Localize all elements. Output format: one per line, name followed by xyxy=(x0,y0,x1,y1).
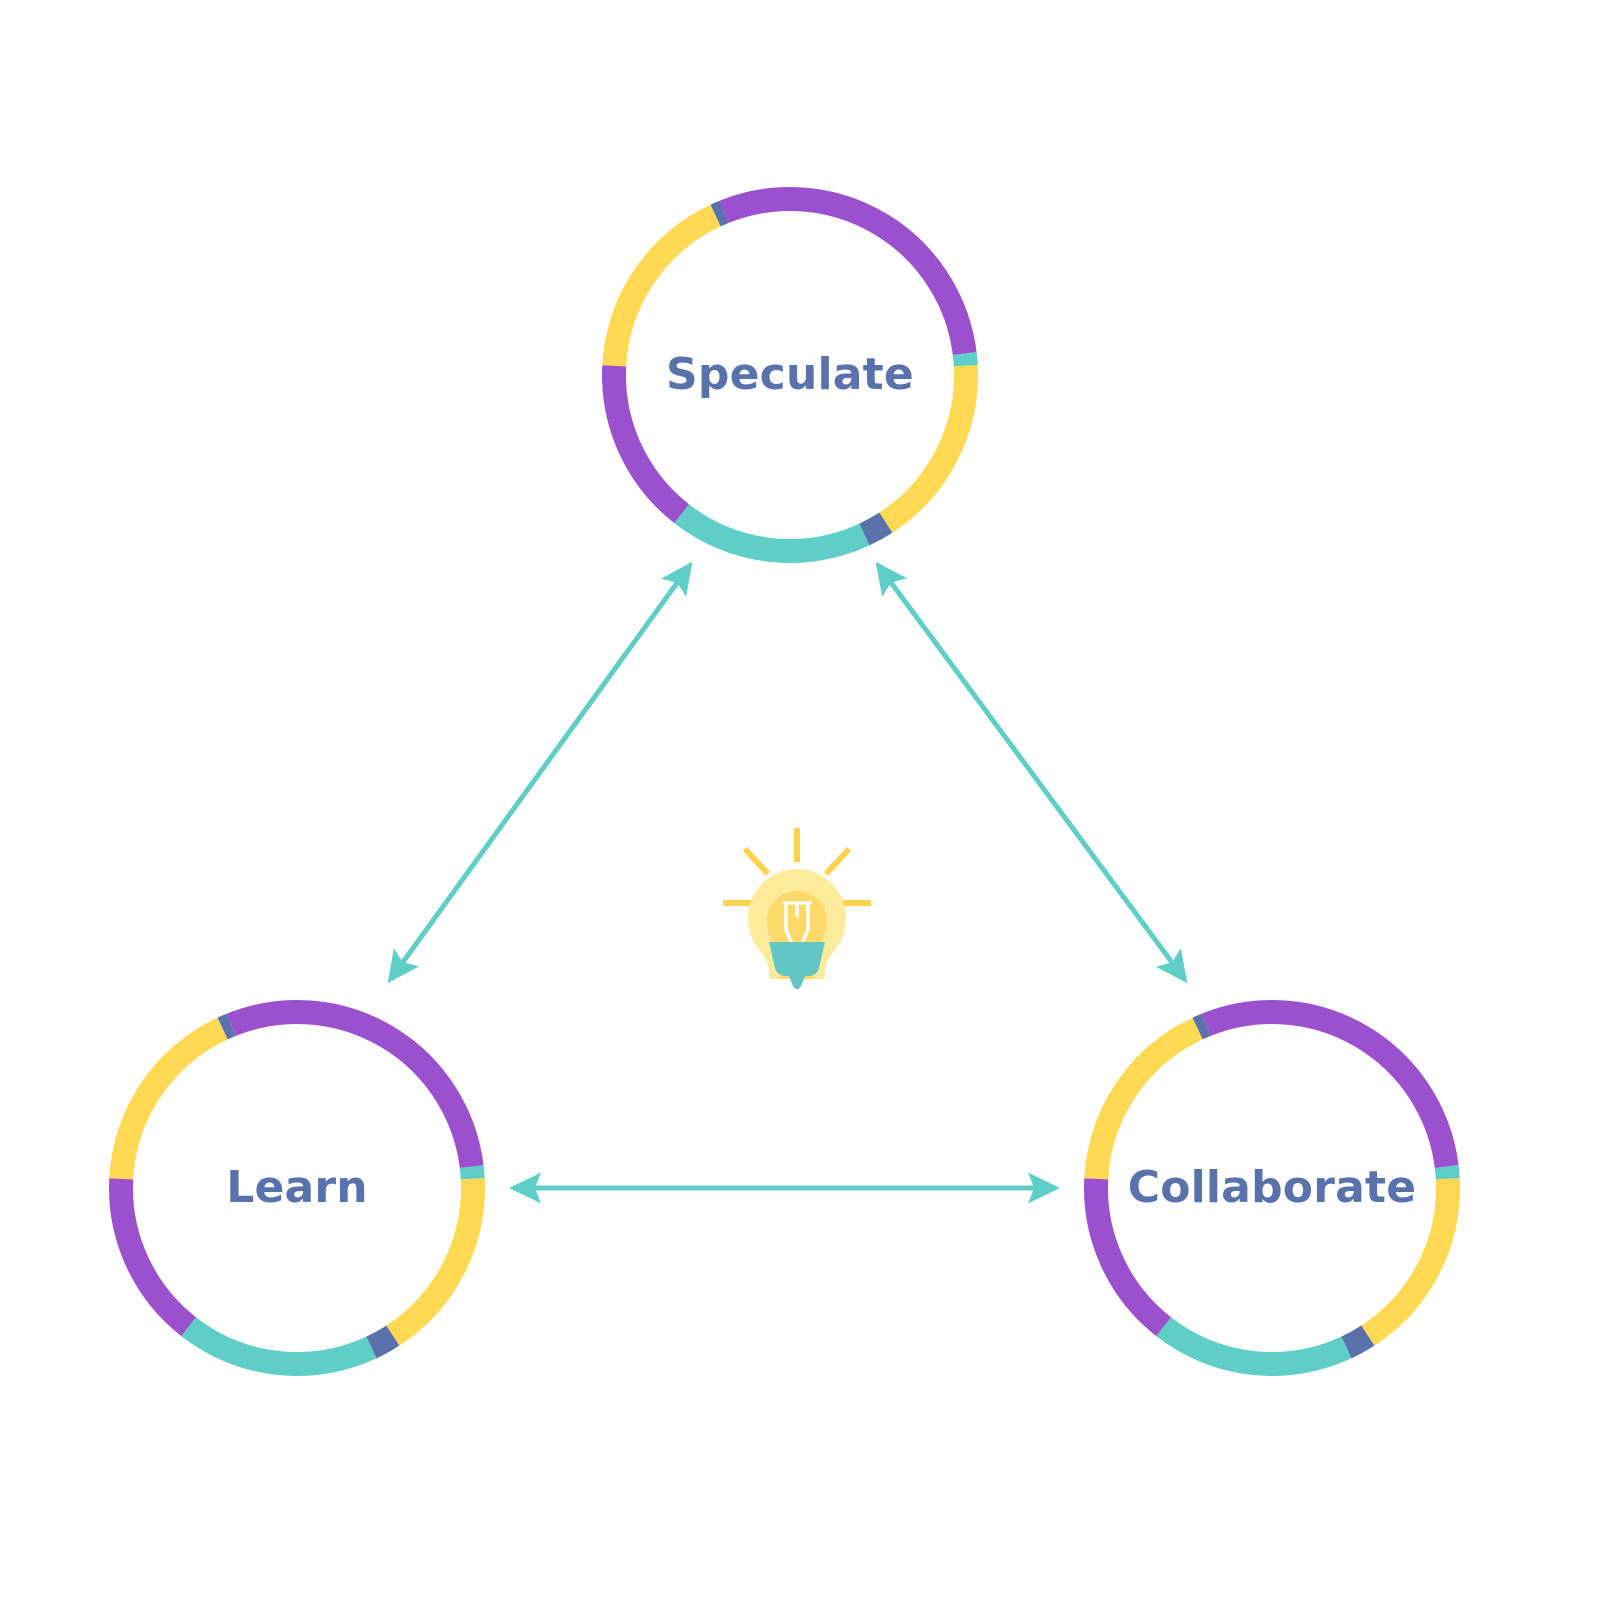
node-collaborate[interactable] xyxy=(1084,1000,1460,1376)
lightbulb-filament xyxy=(782,901,812,943)
arrow-collaborate-speculate xyxy=(875,561,1188,984)
ring-segment-navy xyxy=(859,512,893,546)
lightbulb-base xyxy=(769,942,825,976)
lightbulb-icon xyxy=(723,828,871,989)
connectors-layer xyxy=(387,561,1188,1204)
node-speculate[interactable] xyxy=(602,187,978,563)
ring-segment-navy xyxy=(217,1013,236,1040)
ring-segment-teal xyxy=(952,352,978,367)
ring-segment-purple xyxy=(602,365,690,524)
ring-segment-navy xyxy=(1192,1013,1211,1040)
ring-segment-teal xyxy=(674,504,870,563)
lightbulb-rays-icon xyxy=(723,828,871,906)
ring-segment-navy xyxy=(1341,1325,1375,1359)
lightbulb-tip xyxy=(789,976,805,989)
ring-segment-purple xyxy=(1084,1178,1172,1337)
nodes-layer xyxy=(109,187,1460,1376)
arrow-learn-speculate xyxy=(387,561,693,984)
ring-segment-teal xyxy=(181,1317,377,1376)
ring-segment-purple xyxy=(109,1178,197,1337)
ring-segment-purple xyxy=(1201,1000,1459,1169)
node-label-speculate: Speculate xyxy=(666,349,914,400)
ring-segment-navy xyxy=(710,200,729,227)
ring-segment-yellow xyxy=(109,1017,228,1180)
ring-segment-purple xyxy=(719,187,977,356)
node-label-learn: Learn xyxy=(226,1162,368,1213)
ring-segment-yellow xyxy=(386,1178,485,1346)
ring-segment-teal xyxy=(459,1165,485,1180)
ring-segment-navy xyxy=(366,1325,400,1359)
ring-segment-yellow xyxy=(1361,1178,1460,1346)
ring-segment-purple xyxy=(226,1000,484,1169)
ring-segment-yellow xyxy=(602,204,721,367)
ring-segment-yellow xyxy=(879,365,978,533)
ring-segment-teal xyxy=(1156,1317,1352,1376)
node-label-collaborate: Collaborate xyxy=(1128,1162,1417,1213)
ring-segment-teal xyxy=(1434,1165,1460,1180)
ring-segment-yellow xyxy=(1084,1017,1203,1180)
node-learn[interactable] xyxy=(109,1000,485,1376)
